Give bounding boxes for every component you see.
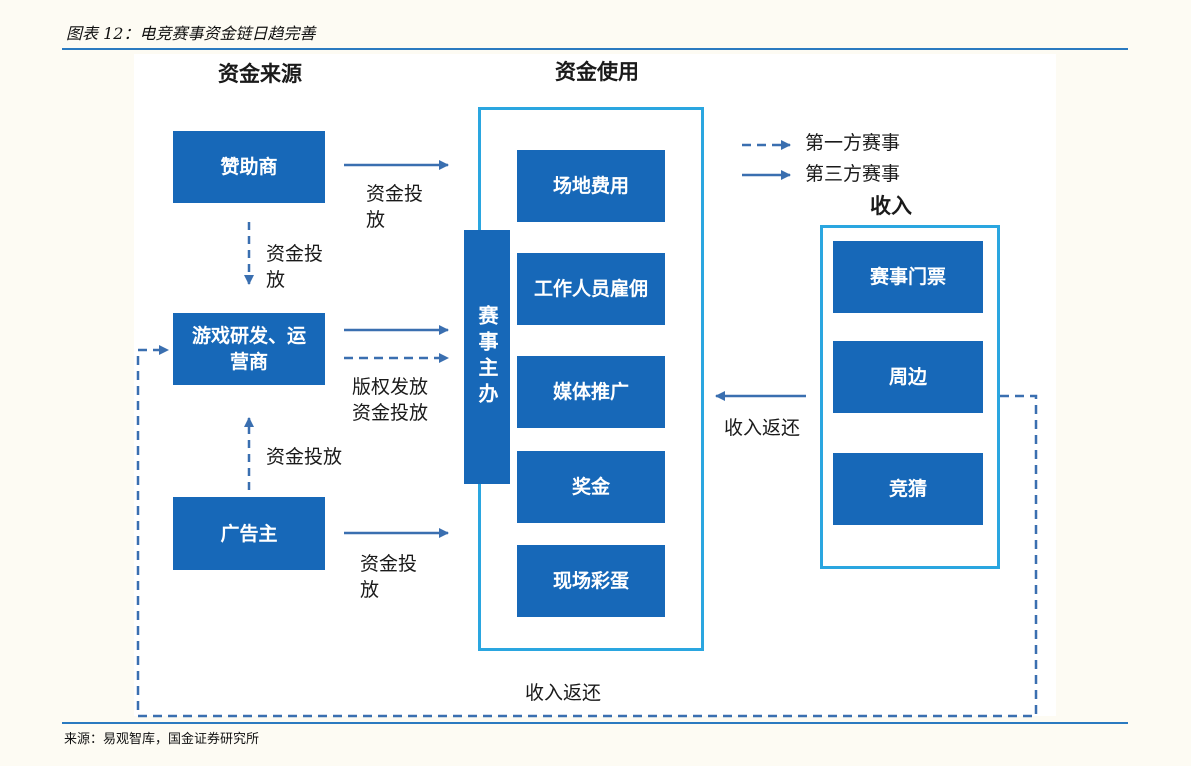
legend-third-party: 第三方赛事 bbox=[805, 163, 901, 185]
label-developer-invest: 资金投放 bbox=[352, 402, 429, 424]
legend-first-party: 第一方赛事 bbox=[805, 132, 901, 154]
bottom-rule bbox=[62, 722, 1128, 724]
label-copyright: 版权发放 bbox=[352, 376, 429, 398]
source-note: 来源：易观智库，国金证券研究所 bbox=[64, 732, 260, 747]
top-rule bbox=[62, 48, 1128, 50]
arrow-income-return-dashed bbox=[136, 345, 1038, 718]
header-funding-source: 资金来源 bbox=[218, 62, 302, 86]
box-income-tickets: 赛事门票 bbox=[833, 241, 983, 313]
organizer-label: 赛事主办 bbox=[475, 305, 499, 409]
label-advertiser-invest: 资金投放 bbox=[360, 553, 418, 601]
box-advertiser: 广告主 bbox=[173, 497, 325, 570]
box-use-easter-egg: 现场彩蛋 bbox=[517, 545, 665, 617]
label-return-bottom: 收入返还 bbox=[525, 682, 602, 704]
box-use-staff: 工作人员雇佣 bbox=[517, 253, 665, 325]
box-income-merch: 周边 bbox=[833, 341, 983, 413]
label-advertiser-to-developer: 资金投放 bbox=[266, 446, 343, 468]
income-frame bbox=[820, 225, 1000, 569]
label-return-mid: 收入返还 bbox=[724, 417, 801, 439]
figure-title: 图表 12：电竞赛事资金链日趋完善 bbox=[66, 24, 316, 43]
box-use-media: 媒体推广 bbox=[517, 356, 665, 428]
box-use-venue: 场地费用 bbox=[517, 150, 665, 222]
box-use-prize: 奖金 bbox=[517, 451, 665, 523]
label-sponsor-to-developer: 资金投放 bbox=[266, 243, 324, 291]
label-sponsor-invest: 资金投放 bbox=[366, 183, 424, 231]
header-funding-use: 资金使用 bbox=[555, 60, 639, 84]
box-income-betting: 竞猜 bbox=[833, 453, 983, 525]
header-income: 收入 bbox=[870, 194, 912, 218]
box-sponsor: 赞助商 bbox=[173, 131, 325, 203]
box-developer: 游戏研发、运营商 bbox=[173, 313, 325, 385]
box-organizer: 赛事主办 bbox=[464, 230, 510, 484]
